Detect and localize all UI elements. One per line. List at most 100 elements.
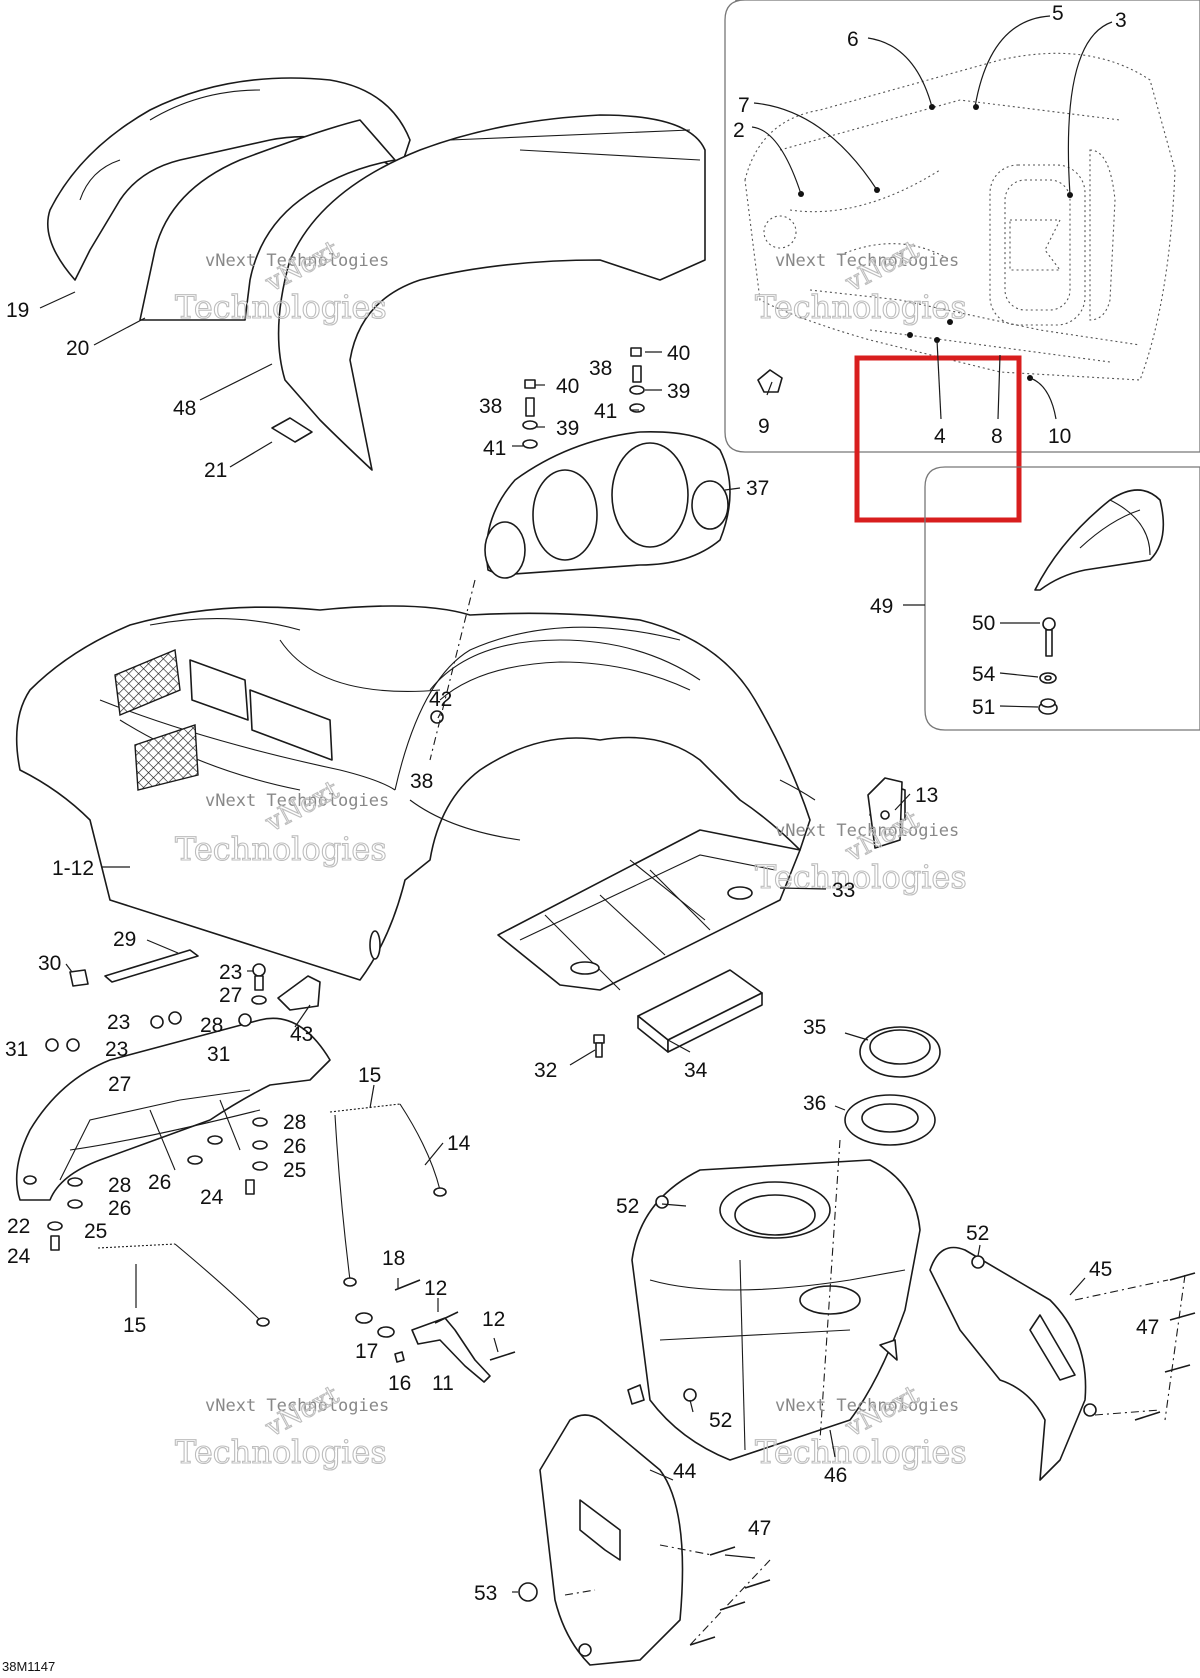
callout-52-bottom: 52: [709, 1409, 732, 1432]
callout-23-top: 23: [219, 961, 242, 984]
side-panel-part-48: [277, 114, 706, 471]
tray-part-33: [497, 829, 801, 991]
callout-9: 9: [758, 415, 770, 438]
pad-part-34: [637, 969, 763, 1053]
callout-4: 4: [934, 425, 946, 448]
callout-39-left: 39: [556, 417, 579, 440]
callout-49: 49: [870, 595, 893, 618]
console-part-46: [627, 1159, 921, 1461]
callout-16: 16: [388, 1372, 411, 1395]
windshield-part-19: [47, 77, 411, 281]
callout-26-left: 26: [108, 1197, 131, 1220]
rivets-47-52-53: [518, 1195, 1196, 1646]
clip-part-9: [757, 369, 783, 393]
spring-cable-14-15: [97, 1103, 447, 1327]
callout-27-left: 27: [108, 1073, 131, 1096]
callout-47-bottom: 47: [748, 1517, 771, 1540]
callout-5: 5: [1052, 2, 1064, 25]
callout-24-left: 24: [7, 1245, 31, 1268]
screw-50: [1042, 617, 1056, 657]
callout-12-lower: 12: [482, 1308, 505, 1331]
callout-23-mid: 23: [107, 1011, 130, 1034]
callout-2: 2: [733, 119, 745, 142]
callout-40-left: 40: [556, 375, 579, 398]
svg-text:Technologies: Technologies: [175, 1433, 387, 1471]
callout-31-mid: 31: [207, 1043, 230, 1066]
lever-part-11: [411, 1317, 491, 1383]
callout-30: 30: [38, 952, 61, 975]
cap-ring-part-35: [859, 1026, 941, 1078]
svg-text:Technologies: Technologies: [175, 288, 387, 326]
callout-14: 14: [447, 1132, 471, 1155]
bracket-part-22: [15, 1017, 331, 1201]
callout-52-left: 52: [616, 1195, 639, 1218]
callout-48: 48: [173, 397, 196, 420]
callout-46: 46: [824, 1464, 847, 1487]
leader-lines: [39, 15, 1113, 1593]
svg-text:vNext Technologies: vNext Technologies: [205, 251, 389, 271]
callout-37: 37: [746, 477, 769, 500]
callout-7: 7: [738, 94, 750, 117]
callout-26-right: 26: [283, 1135, 306, 1158]
callout-labels: 5 3 6 7 2 9 4 8 10 19 20 48 21 40 38 39 …: [5, 2, 1159, 1605]
callout-35: 35: [803, 1016, 826, 1039]
callout-53: 53: [474, 1582, 497, 1605]
callout-44: 44: [673, 1460, 697, 1483]
callout-17: 17: [355, 1340, 378, 1363]
callout-51: 51: [972, 696, 995, 719]
callout-27-top: 27: [219, 984, 242, 1007]
callout-3: 3: [1115, 9, 1127, 32]
svg-text:Technologies: Technologies: [755, 1433, 967, 1471]
inset-grab-handle-frame: [924, 466, 1200, 731]
callout-28-top: 28: [200, 1014, 223, 1037]
callout-19: 19: [6, 299, 29, 322]
svg-text:vNext Technologies: vNext Technologies: [775, 251, 959, 271]
svg-text:Technologies: Technologies: [755, 288, 967, 326]
gasket-part-36: [844, 1094, 936, 1146]
callout-42: 42: [429, 688, 452, 711]
svg-text:Technologies: Technologies: [175, 830, 387, 868]
callout-12-upper: 12: [424, 1277, 447, 1300]
callout-6: 6: [847, 28, 859, 51]
callout-26-mid: 26: [148, 1171, 171, 1194]
callout-23-left: 23: [105, 1038, 128, 1061]
nut-51: [1038, 698, 1058, 715]
callout-15-bottom: 15: [123, 1314, 146, 1337]
callout-43: 43: [290, 1023, 313, 1046]
deflector-part-20: [139, 119, 396, 321]
hardware-group-23-28: [45, 963, 268, 1251]
callout-54: 54: [972, 663, 996, 686]
callout-41-right: 41: [594, 400, 617, 423]
callout-28-right: 28: [283, 1111, 306, 1134]
callout-47-right: 47: [1136, 1316, 1159, 1339]
gauge-panel-part-37: [484, 431, 731, 579]
clip-part-21: [271, 417, 313, 443]
callout-32: 32: [534, 1059, 557, 1082]
watermark-bottom-right: vNext Technologies Technologies vNext: [754, 1379, 967, 1471]
callout-39-right: 39: [667, 380, 690, 403]
side-cover-part-45: [929, 1246, 1097, 1481]
callout-22: 22: [7, 1215, 30, 1238]
inset-hood-drawing: [744, 52, 1176, 381]
callout-50: 50: [972, 612, 995, 635]
callout-31-left: 31: [5, 1038, 28, 1061]
washer-54: [1039, 672, 1057, 684]
callout-34: 34: [684, 1059, 708, 1082]
callout-28-left: 28: [108, 1174, 131, 1197]
svg-text:vNext Technologies: vNext Technologies: [775, 1396, 959, 1416]
callout-41-left: 41: [483, 437, 506, 460]
callout-8: 8: [991, 425, 1003, 448]
watermark-bottom-left: vNext Technologies Technologies vNext: [174, 1379, 389, 1471]
callout-52-right: 52: [966, 1222, 989, 1245]
callout-45: 45: [1089, 1258, 1112, 1281]
watermark-top-left: vNext Technologies Technologies vNext: [174, 234, 389, 326]
assembly-dash-lines: [429, 579, 1186, 1646]
callout-10: 10: [1048, 425, 1071, 448]
svg-text:Technologies: Technologies: [755, 858, 967, 896]
callout-20: 20: [66, 337, 89, 360]
watermark-top-right: vNext Technologies Technologies vNext: [754, 234, 967, 326]
drawing-code: 38M1147: [2, 1659, 55, 1674]
callout-29: 29: [113, 928, 136, 951]
callout-15-top: 15: [358, 1064, 381, 1087]
